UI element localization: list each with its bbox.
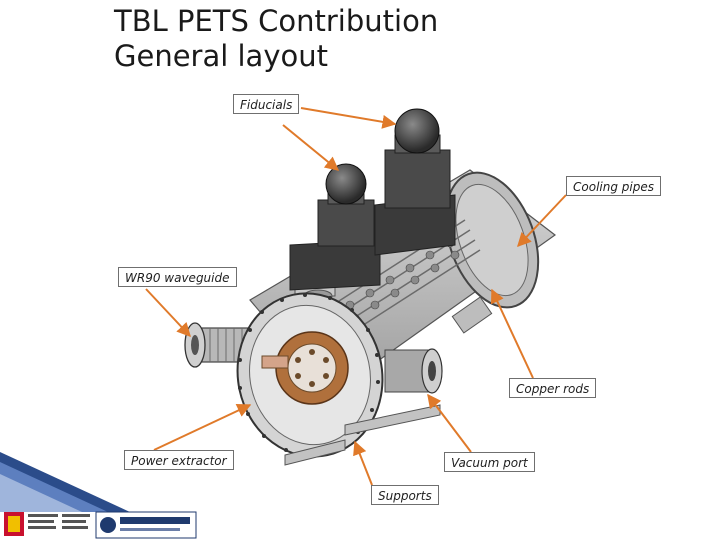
callout-arrows: [145, 107, 567, 486]
power-extractor-flange: [236, 292, 384, 458]
support-left: [289, 163, 381, 291]
callout-supports: Supports: [371, 485, 439, 505]
callout-copper-rods: Copper rods: [509, 378, 597, 398]
callout-wr90-waveguide: WR90 waveguide: [118, 267, 237, 287]
callout-cooling-pipes: Cooling pipes: [566, 176, 661, 196]
title-line-2: General layout: [114, 39, 328, 73]
title-line-1: TBL PETS Contribution: [114, 4, 439, 38]
support-right: [374, 108, 456, 256]
arrow-supports: [353, 440, 373, 486]
slide-title: TBL PETS Contribution General layout: [114, 4, 438, 74]
arrow-wr90: [145, 288, 191, 338]
arrow-power-extractor: [153, 404, 252, 451]
base-supports: [284, 404, 441, 466]
arrow-cooling-pipes: [517, 194, 567, 248]
fiducial-sphere-right: [394, 108, 440, 154]
arrow-copper-rods: [490, 288, 534, 379]
ciemat-logo: [95, 511, 197, 539]
ministry-logo: [4, 512, 90, 536]
vacuum-port: [384, 348, 443, 394]
callout-fiducials: Fiducials: [233, 94, 300, 114]
corner-wedge: [0, 452, 130, 512]
arrow-fiducials-right: [300, 107, 397, 129]
arrow-vacuum-port: [427, 393, 472, 453]
callout-power-extractor: Power extractor: [124, 450, 234, 470]
arrow-fiducials-left: [282, 124, 340, 171]
footer-logos: [4, 511, 197, 539]
callout-vacuum-port: Vacuum port: [444, 452, 535, 472]
fiducial-sphere-left: [325, 163, 367, 205]
